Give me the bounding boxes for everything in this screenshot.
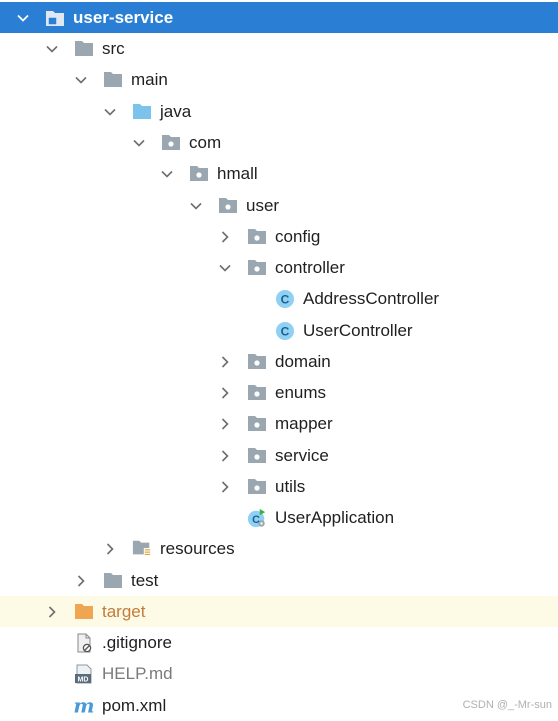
tree-node-label: hmall	[217, 163, 258, 183]
tree-node-src[interactable]: src	[0, 33, 558, 64]
tree-node-help-md[interactable]: MD HELP.md	[0, 658, 558, 689]
tree-node-test[interactable]: test	[0, 565, 558, 596]
tree-node-enums[interactable]: enums	[0, 377, 558, 408]
package-icon	[247, 352, 267, 372]
tree-node-label: user-service	[73, 7, 174, 27]
tree-node-label: mapper	[275, 413, 333, 433]
tree-node-label: java	[160, 101, 192, 121]
chevron-down-icon[interactable]	[44, 41, 60, 57]
package-icon	[247, 258, 267, 278]
tree-node-label: test	[131, 570, 159, 590]
tree-node-utils[interactable]: utils	[0, 471, 558, 502]
chevron-down-icon[interactable]	[159, 166, 175, 182]
resources-folder-icon	[132, 539, 152, 559]
module-folder-icon	[45, 8, 65, 28]
folder-icon	[103, 70, 123, 90]
chevron-down-icon[interactable]	[188, 198, 204, 214]
spring-boot-class-icon: C	[247, 508, 267, 528]
class-icon: C	[275, 321, 295, 341]
chevron-down-icon[interactable]	[73, 72, 89, 88]
chevron-down-icon[interactable]	[217, 260, 233, 276]
package-icon	[218, 196, 238, 216]
tree-node-label: .gitignore	[102, 632, 172, 652]
package-icon	[161, 133, 181, 153]
chevron-right-icon[interactable]	[217, 229, 233, 245]
tree-node-user-controller[interactable]: C UserController	[0, 315, 558, 346]
tree-node-label: src	[102, 38, 125, 58]
chevron-right-icon[interactable]	[217, 385, 233, 401]
chevron-right-icon[interactable]	[217, 354, 233, 370]
chevron-right-icon[interactable]	[44, 604, 60, 620]
tree-node-user-application[interactable]: C UserApplication	[0, 502, 558, 533]
chevron-down-icon[interactable]	[15, 10, 31, 26]
folder-icon	[74, 39, 94, 59]
chevron-right-icon[interactable]	[217, 479, 233, 495]
tree-node-label: controller	[275, 257, 345, 277]
svg-text:m: m	[74, 696, 94, 716]
tree-node-label: UserController	[303, 320, 413, 340]
tree-node-label: user	[246, 195, 280, 215]
tree-node-main[interactable]: main	[0, 64, 558, 95]
tree-node-target[interactable]: target	[0, 596, 558, 627]
package-icon	[247, 227, 267, 247]
tree-node-user-service[interactable]: user-service	[0, 2, 558, 33]
tree-node-label: resources	[160, 538, 235, 558]
tree-node-label: config	[275, 226, 321, 246]
markdown-file-icon: MD	[74, 664, 94, 684]
excluded-folder-icon	[74, 602, 94, 622]
svg-text:MD: MD	[78, 676, 89, 683]
tree-node-label: main	[131, 69, 168, 89]
tree-node-mapper[interactable]: mapper	[0, 408, 558, 439]
chevron-right-icon[interactable]	[73, 573, 89, 589]
folder-icon	[103, 571, 123, 591]
svg-text:C: C	[281, 324, 290, 338]
tree-node-java[interactable]: java	[0, 96, 558, 127]
tree-node-address-controller[interactable]: C AddressController	[0, 283, 558, 314]
tree-node-pom-xml[interactable]: m pom.xml	[0, 690, 558, 721]
svg-text:C: C	[252, 514, 260, 526]
chevron-right-icon[interactable]	[217, 416, 233, 432]
tree-node-label: domain	[275, 351, 331, 371]
tree-node-controller[interactable]: controller	[0, 252, 558, 283]
gitignore-file-icon	[74, 633, 94, 653]
tree-node-label: HELP.md	[102, 663, 173, 683]
chevron-right-icon[interactable]	[217, 448, 233, 464]
tree-node-label: com	[189, 132, 222, 152]
tree-node-label: service	[275, 445, 329, 465]
source-folder-icon	[132, 102, 152, 122]
tree-node-gitignore[interactable]: .gitignore	[0, 627, 558, 658]
package-icon	[247, 414, 267, 434]
class-icon: C	[275, 289, 295, 309]
tree-node-label: AddressController	[303, 288, 440, 308]
package-icon	[247, 383, 267, 403]
tree-node-label: target	[102, 601, 146, 621]
package-icon	[247, 446, 267, 466]
tree-node-label: UserApplication	[275, 507, 395, 527]
maven-file-icon: m	[74, 696, 94, 716]
chevron-right-icon[interactable]	[102, 541, 118, 557]
tree-node-service[interactable]: service	[0, 440, 558, 471]
tree-node-domain[interactable]: domain	[0, 346, 558, 377]
tree-node-label: pom.xml	[102, 695, 167, 715]
svg-text:C: C	[281, 292, 290, 306]
watermark: CSDN @_-Mr-sun	[462, 699, 552, 711]
package-icon	[247, 477, 267, 497]
tree-node-resources[interactable]: resources	[0, 533, 558, 564]
chevron-down-icon[interactable]	[131, 135, 147, 151]
tree-node-user[interactable]: user	[0, 190, 558, 221]
tree-node-config[interactable]: config	[0, 221, 558, 252]
tree-node-label: utils	[275, 476, 306, 496]
package-icon	[189, 164, 209, 184]
tree-node-com[interactable]: com	[0, 127, 558, 158]
tree-node-hmall[interactable]: hmall	[0, 158, 558, 189]
chevron-down-icon[interactable]	[102, 104, 118, 120]
tree-node-label: enums	[275, 382, 327, 402]
